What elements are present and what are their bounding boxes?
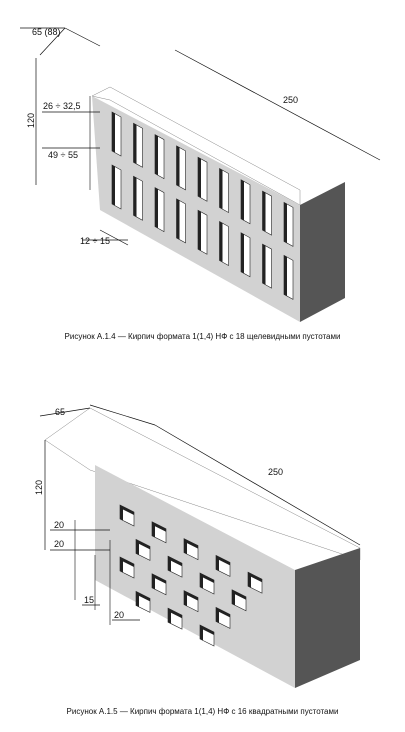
slot-shadow: [133, 176, 137, 217]
slot-shadow: [155, 187, 158, 229]
brick2-front-face: [95, 465, 295, 688]
slot-shadow: [112, 112, 115, 153]
slot-shadow: [262, 191, 266, 232]
brick1-side-face: [300, 182, 345, 322]
square-void-shadow: [136, 539, 150, 555]
dim-length: 250: [283, 95, 298, 105]
slot-shadow: [284, 202, 287, 243]
dim2-width-top: 65: [55, 407, 65, 417]
brick2-voids: [119, 504, 263, 647]
slot-shadow: [133, 123, 137, 164]
brick1-top-face: [91, 86, 301, 206]
dim-height: 120: [26, 113, 36, 128]
dim-void-height-a: 26 ÷ 32,5: [43, 101, 80, 111]
square-void-shadow: [168, 556, 182, 572]
brick-slotted-drawing: 65 (88) 250 120 26 ÷ 32,5 49 ÷ 55 12 ÷ 1…: [20, 27, 381, 322]
square-void-shadow: [184, 538, 198, 555]
slot-shadow: [241, 232, 244, 274]
brick1-slots: [111, 111, 294, 300]
figure2-caption: Рисунок А.1.5 — Кирпич формата 1(1,4) НФ…: [66, 707, 339, 716]
square-void-shadow: [120, 557, 134, 573]
dim2-height: 120: [34, 480, 44, 495]
dim-width-top: 65 (88): [32, 27, 61, 37]
square-void-shadow: [136, 591, 150, 607]
square-void-shadow: [200, 573, 214, 589]
slot-shadow: [262, 244, 266, 285]
dim-void-height-b: 49 ÷ 55: [48, 150, 78, 160]
slot-shadow: [241, 179, 244, 221]
brick-square-drawing: 65 250 120 20 20 15 20: [34, 404, 361, 688]
slot-shadow: [219, 221, 223, 262]
square-void-shadow: [200, 625, 214, 641]
dim2-length: 250: [268, 467, 283, 477]
brick2-side-face: [295, 548, 360, 688]
square-void-shadow: [168, 608, 182, 624]
dim-void-width: 12 ÷ 15: [80, 236, 110, 246]
square-void-shadow: [232, 589, 246, 606]
square-void-shadow: [248, 572, 262, 588]
figure1-caption: Рисунок А.1.4 — Кирпич формата 1(1,4) НФ…: [64, 332, 341, 341]
dim2-void-a: 20: [54, 520, 64, 530]
dim2-void-c: 15: [84, 595, 94, 605]
slot-shadow: [176, 145, 180, 187]
square-void-shadow: [216, 607, 230, 623]
dim2-void-b: 20: [54, 539, 64, 549]
dim2-void-d: 20: [114, 610, 124, 620]
square-void-shadow: [184, 590, 198, 607]
square-void-shadow: [152, 573, 166, 590]
slot-shadow: [155, 134, 158, 176]
slot-shadow: [198, 157, 201, 198]
square-void-shadow: [120, 505, 134, 521]
square-void-shadow: [152, 521, 166, 538]
slot-shadow: [284, 255, 287, 296]
slot-shadow: [176, 198, 180, 240]
slot-shadow: [219, 168, 223, 209]
square-void-shadow: [216, 555, 230, 571]
slot-shadow: [112, 165, 115, 206]
slot-shadow: [198, 210, 201, 251]
